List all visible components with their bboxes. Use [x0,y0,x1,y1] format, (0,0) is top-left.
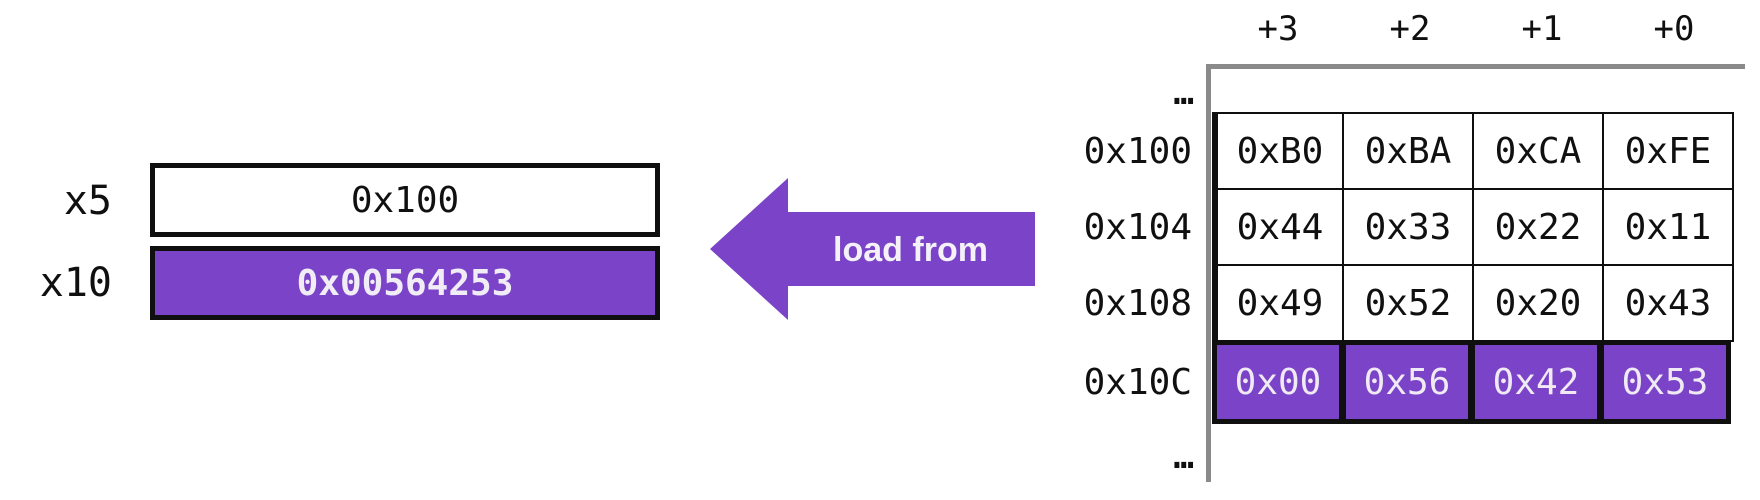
memory-byte-cell: 0x43 [1602,264,1734,342]
memory-byte-cell: 0x44 [1212,188,1344,266]
register-name-x5: x5 [63,178,112,224]
byte-offset-headers: +3 +2 +1 +0 [1212,8,1740,50]
register-value-x5: 0x100 [350,179,460,221]
register-value-x10: 0x00564253 [296,262,514,304]
memory-row-0x10C-highlighted: 0x10C 0x00 0x56 0x42 0x53 [1060,340,1731,424]
row-address: 0x108 [1083,282,1192,324]
load-arrow-label: load from [833,230,988,269]
memory-byte-cell: 0x52 [1342,264,1474,342]
memory-byte-cell: 0x22 [1472,188,1604,266]
memory-row-0x100: 0x100 0xB0 0xBA 0xCA 0xFE [1060,112,1734,190]
memory-ellipsis-bottom: … [1173,437,1194,477]
byte-offset-header: +1 [1521,9,1563,49]
memory-byte-cell: 0x11 [1602,188,1734,266]
memory-byte-cell: 0x33 [1342,188,1474,266]
memory-byte-cell-highlighted: 0x56 [1341,340,1473,424]
memory-byte-cell: 0xFE [1602,112,1734,190]
memory-byte-cell-highlighted: 0x42 [1470,340,1602,424]
memory-ellipsis-top: … [1173,73,1194,113]
memory-byte-cell-highlighted: 0x53 [1599,340,1731,424]
left-arrow-shape [710,178,1035,320]
memory-row-0x108: 0x108 0x49 0x52 0x20 0x43 [1060,264,1734,342]
byte-offset-header: +2 [1389,9,1431,49]
memory-top-edge-line [1206,64,1745,69]
memory-byte-cell: 0xB0 [1212,112,1344,190]
register-name-x10: x10 [39,260,112,306]
row-address: 0x100 [1083,130,1192,172]
row-address: 0x104 [1083,206,1192,248]
row-address: 0x10C [1083,361,1192,403]
memory-row-0x104: 0x104 0x44 0x33 0x22 0x11 [1060,188,1734,266]
memory-byte-cell-highlighted: 0x00 [1212,340,1344,424]
register-value-box-x5: 0x100 [150,163,660,237]
memory-byte-cell: 0xCA [1472,112,1604,190]
memory-byte-cell: 0x20 [1472,264,1604,342]
load-arrow-icon [710,178,1035,320]
byte-offset-header: +3 [1257,9,1299,49]
register-value-box-x10: 0x00564253 [150,246,660,320]
memory-left-edge-line [1206,64,1211,482]
byte-offset-header: +0 [1653,9,1695,49]
memory-byte-cell: 0x49 [1212,264,1344,342]
memory-byte-cell: 0xBA [1342,112,1474,190]
